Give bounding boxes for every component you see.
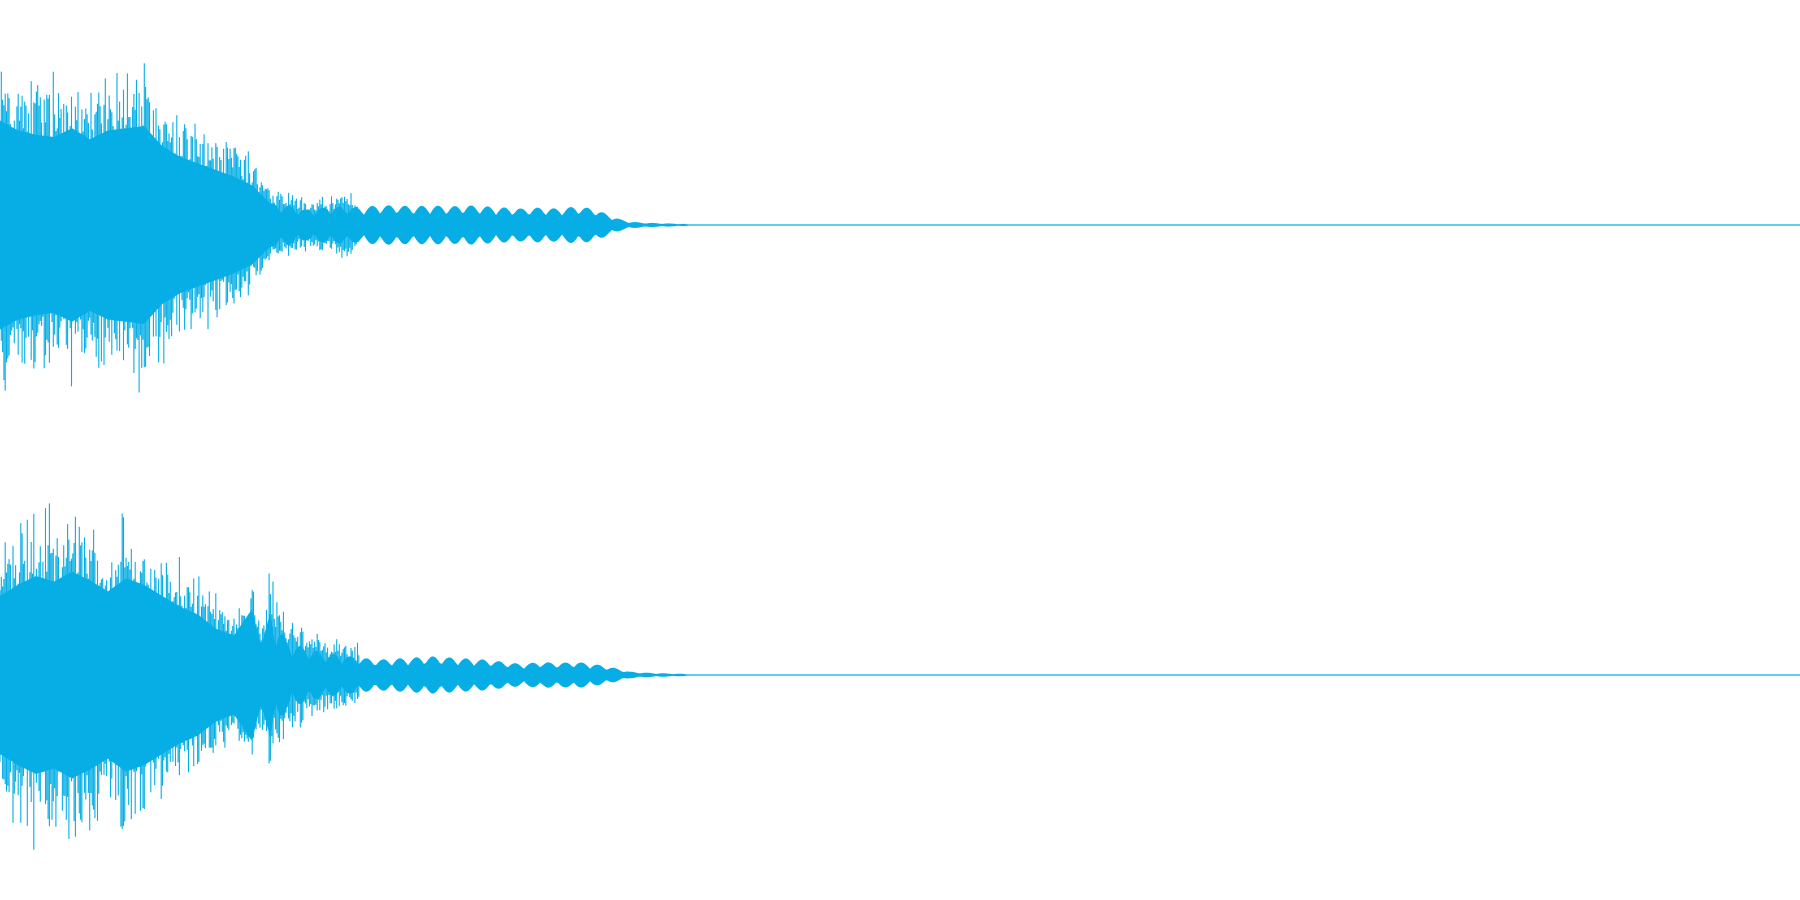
waveform-channel-2[interactable]	[0, 503, 1800, 850]
waveform-peaks	[0, 63, 360, 393]
waveform-body	[0, 571, 1800, 779]
waveform-channel-1[interactable]	[0, 63, 1800, 393]
waveform-body	[0, 120, 1800, 330]
waveform-peaks	[0, 503, 360, 850]
